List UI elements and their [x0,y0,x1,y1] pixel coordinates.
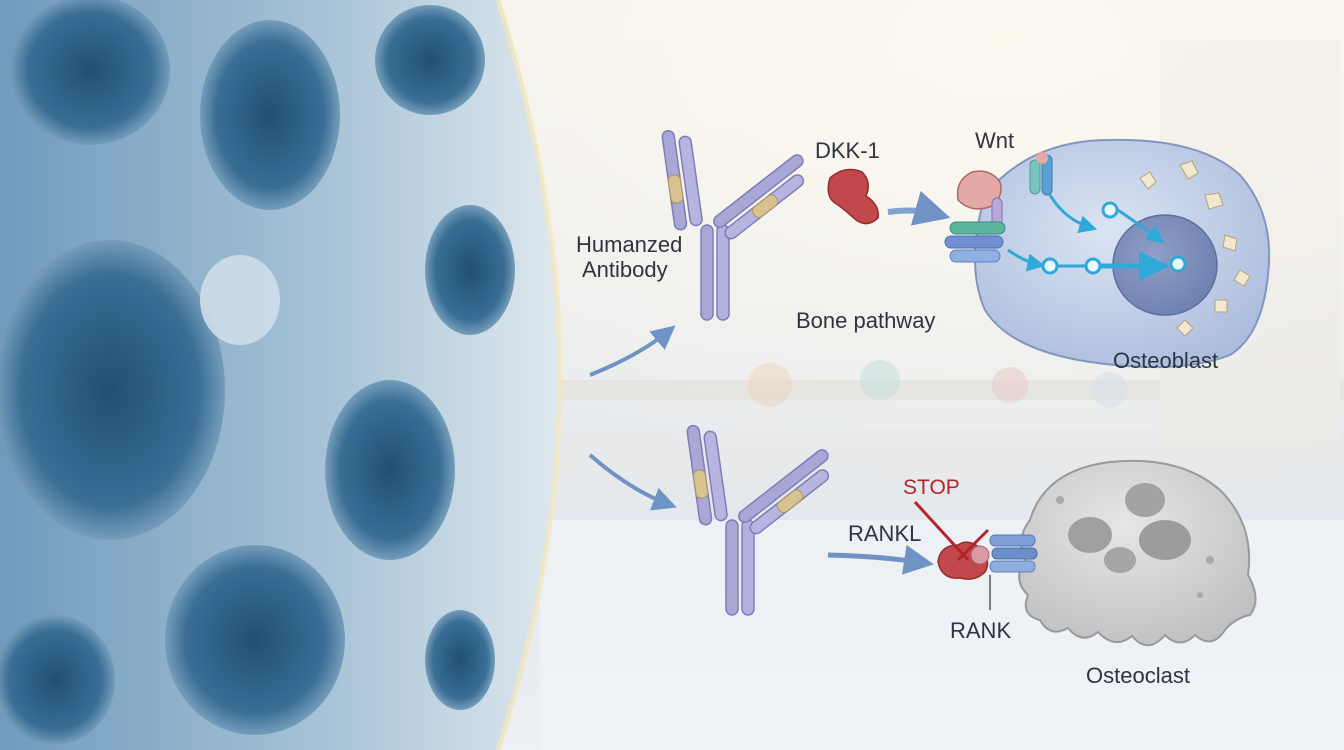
trabecular-bone [0,0,563,750]
arrow-to-antibody-bottom [588,453,677,511]
wnt-signaling-path [1007,194,1187,281]
osteoclast-label: Osteoclast [1086,663,1190,688]
rank-label: RANK [950,618,1012,643]
dkk1-protein [827,168,879,225]
osteoblast-label: Osteoblast [1113,348,1219,373]
stop-cross-line [956,528,990,562]
rankl-binding-site [970,545,990,565]
antibody-label-line1: Humanzed [576,232,683,257]
antibody-label-line2: Antibody [582,257,668,283]
arrow-to-antibody-top [589,325,676,377]
stop-line [913,500,970,562]
bone-pathway-label: Bone pathway [796,308,936,333]
rank-receptor [989,534,1038,610]
antibody-label: Humanzed Antibody [576,232,682,283]
rankl-label: RANKL [848,521,922,546]
wnt-receptor-complex [944,152,1053,263]
arrow-rankl-blocked [827,544,934,575]
stop-label: STOP [903,476,960,499]
wnt-label: Wnt [975,128,1015,153]
dkk1-label: DKK-1 [815,138,880,163]
osteoblast-cell [974,138,1271,369]
arrow-dkk1-to-osteoblast [887,190,951,226]
osteoclast-cell [1018,459,1257,647]
